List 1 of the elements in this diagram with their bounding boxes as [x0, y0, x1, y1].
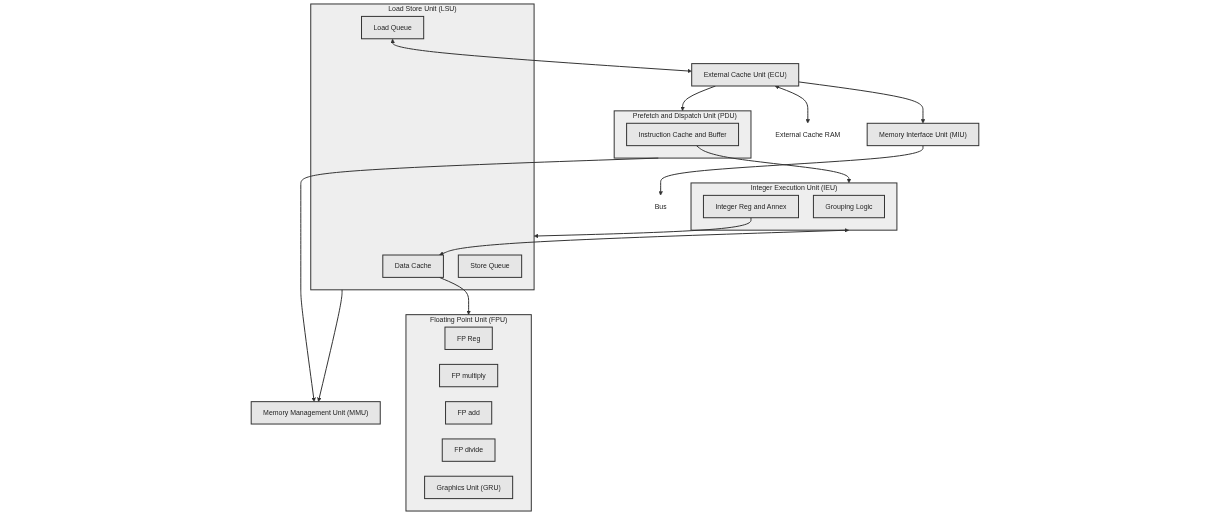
arrow [774, 85, 810, 124]
